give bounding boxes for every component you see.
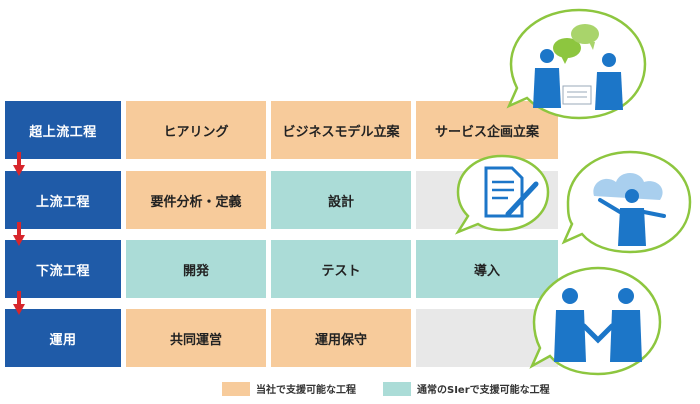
legend-swatch-sier (383, 382, 411, 396)
cell-hearing: ヒアリング (126, 101, 266, 159)
cell-label: 設計 (327, 194, 354, 210)
meeting-illustration-icon (506, 8, 647, 120)
cell-label: サービス企画立案 (434, 124, 539, 140)
cell-label: ビジネスモデル立案 (282, 124, 400, 140)
cell-development: 開発 (126, 240, 266, 298)
cell-label: テスト (321, 263, 361, 279)
legend-swatch-company (222, 382, 250, 396)
handshake-icon (529, 266, 662, 376)
phase-label: 超上流工程 (29, 124, 97, 140)
cell-design: 設計 (271, 171, 411, 229)
phase-label: 下流工程 (35, 263, 90, 279)
cell-service-planning: サービス企画立案 (416, 101, 558, 159)
cell-label: 共同運営 (169, 332, 222, 348)
cell-label: 運用保守 (314, 332, 367, 348)
legend-label-sier: 通常のSIerで支援可能な工程 (417, 385, 550, 396)
cell-requirements: 要件分析・定義 (126, 171, 266, 229)
down-arrow-icon (13, 222, 25, 246)
down-arrow-icon (13, 291, 25, 315)
legend-label-company: 当社で支援可能な工程 (256, 385, 356, 396)
document-pen-icon (454, 154, 550, 235)
cell-label: ヒアリング (163, 124, 229, 140)
down-arrow-icon (13, 152, 25, 176)
cell-business-model: ビジネスモデル立案 (271, 101, 411, 159)
phase-operation: 運用 (5, 309, 121, 367)
cell-label: 要件分析・定義 (150, 194, 242, 210)
phase-super-upstream: 超上流工程 (5, 101, 121, 159)
phase-downstream: 下流工程 (5, 240, 121, 298)
cell-label: 開発 (182, 263, 209, 279)
cell-joint-operation: 共同運営 (126, 309, 266, 367)
phase-label: 運用 (49, 332, 77, 348)
cell-maintenance: 運用保守 (271, 309, 411, 367)
cell-test: テスト (271, 240, 411, 298)
cell-introduction: 導入 (416, 240, 558, 298)
phase-label: 上流工程 (35, 194, 90, 210)
presenter-cloud-icon (561, 150, 692, 254)
cell-label: 導入 (473, 263, 500, 279)
phase-upstream: 上流工程 (5, 171, 121, 229)
